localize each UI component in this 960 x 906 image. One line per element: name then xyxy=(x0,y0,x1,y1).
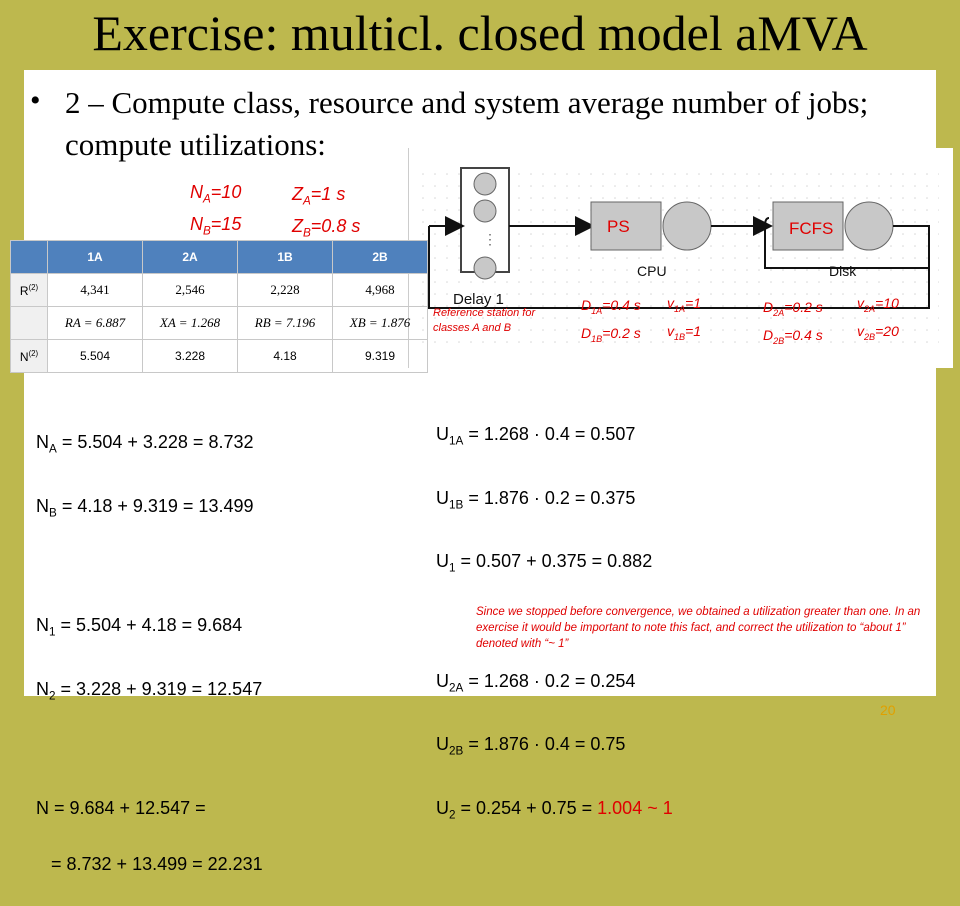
delay-label: Delay 1 xyxy=(453,291,504,308)
table-cell: RA = 6.887 xyxy=(47,306,143,340)
eq-n-line1: N = 9.684 + 12.547 = xyxy=(36,798,206,819)
eq-n2: N2 = 3.228 + 9.319 = 12.547 xyxy=(36,678,263,703)
table-row: R(2) 4,341 2,546 2,228 4,968 xyxy=(10,273,428,307)
disk-queue xyxy=(772,201,844,251)
eq-u2b: U2B = 1.876 · 0.4 = 0.75 xyxy=(436,734,626,758)
convergence-note: Since we stopped before convergence, we … xyxy=(476,606,921,650)
eq-u1a: U1A = 1.268 · 0.4 = 0.507 xyxy=(436,424,636,448)
eq-u2-highlight: 1.004 ~ 1 xyxy=(597,797,673,818)
table-row: N(2) 5.504 3.228 4.18 9.319 xyxy=(10,339,428,373)
fcfs-label: FCFS xyxy=(789,219,833,238)
table-cell: XB = 1.876 xyxy=(332,306,428,340)
table-cell: 2,228 xyxy=(237,273,333,307)
table-cell: 2,546 xyxy=(142,273,238,307)
eq-u1: U1 = 0.507 + 0.375 = 0.882 xyxy=(436,551,653,575)
row-header: N(2) xyxy=(10,339,48,373)
col-header: 2B xyxy=(332,240,428,274)
table-cell: 3.228 xyxy=(142,339,238,373)
disk-label: Disk xyxy=(829,263,857,279)
param-zb: ZB=0.8 s xyxy=(292,215,361,240)
table-cell: XA = 1.268 xyxy=(142,306,238,340)
row-header xyxy=(10,306,48,340)
results-table: 1A 2A 1B 2B R(2) 4,341 2,546 2,228 4,968… xyxy=(10,240,428,373)
network-diagram: ⋮ PS FCFS CPU Disk Delay 1 Reference sta… xyxy=(408,148,953,368)
param-na: NA=10 xyxy=(190,182,242,206)
table-cell: RB = 7.196 xyxy=(237,306,333,340)
table-row: RA = 6.887 XA = 1.268 RB = 7.196 XB = 1.… xyxy=(10,306,428,340)
disk-demands: D2A=0.2 s D2B=0.4 s xyxy=(763,299,823,346)
table-cell: 9.319 xyxy=(332,339,428,373)
table-cell: 4,968 xyxy=(332,273,428,307)
ps-label: PS xyxy=(607,217,630,236)
delay-server-3 xyxy=(473,256,497,280)
cpu-server xyxy=(662,201,712,251)
page-number: 20 xyxy=(880,702,896,718)
params-n: NA=10 NB=15 xyxy=(190,180,241,243)
eq-n-line2: = 8.732 + 13.499 = 22.231 xyxy=(36,854,263,875)
eq-u2: U2 = 0.254 + 0.75 = 1.004 ~ 1 xyxy=(436,797,673,822)
bullet-text: 2 – Compute class, resource and system a… xyxy=(65,85,869,162)
left-equations: NA = 5.504 + 3.228 = 8.732 NB = 4.18 + 9… xyxy=(36,400,263,906)
col-header: 1A xyxy=(47,240,143,274)
eq-na: NA = 5.504 + 3.228 = 8.732 xyxy=(36,432,254,456)
params-z: ZA=1 s ZB=0.8 s xyxy=(292,182,360,245)
cpu-visits: v1A=1 v1B=1 xyxy=(667,295,702,342)
disk-server xyxy=(844,201,894,251)
eq-u2a: U2A = 1.268 · 0.2 = 0.254 xyxy=(436,670,636,695)
eq-n1: N1 = 5.504 + 4.18 = 9.684 xyxy=(36,615,243,639)
bullet-dot: • xyxy=(30,84,41,117)
cpu-demands: D1A=0.4 s D1B=0.2 s xyxy=(581,297,641,344)
cpu-label: CPU xyxy=(637,263,667,279)
delay-server-1 xyxy=(473,172,497,196)
network-diagram-svg: ⋮ PS FCFS CPU Disk Delay 1 xyxy=(419,167,939,348)
table-cell: 5.504 xyxy=(47,339,143,373)
slide-title: Exercise: multicl. closed model aMVA xyxy=(92,5,868,61)
disk-visits: v2A=10 v2B=20 xyxy=(857,295,899,342)
eq-u1b: U1B = 1.876 · 0.2 = 0.375 xyxy=(436,487,636,512)
reference-station-note: Reference station for classes A and B xyxy=(433,307,536,334)
cpu-queue xyxy=(590,201,662,251)
param-nb: NB=15 xyxy=(190,213,242,238)
svg-text:⋮: ⋮ xyxy=(483,231,497,247)
table-header-row: 1A 2A 1B 2B xyxy=(10,240,428,274)
table-cell: 4.18 xyxy=(237,339,333,373)
param-za: ZA=1 s xyxy=(292,184,346,208)
delay-server-2 xyxy=(473,199,497,223)
row-header: R(2) xyxy=(10,273,48,307)
col-header: 1B xyxy=(237,240,333,274)
table-cell: 4,341 xyxy=(47,273,143,307)
eq-nb: NB = 4.18 + 9.319 = 13.499 xyxy=(36,495,254,520)
col-header: 2A xyxy=(142,240,238,274)
